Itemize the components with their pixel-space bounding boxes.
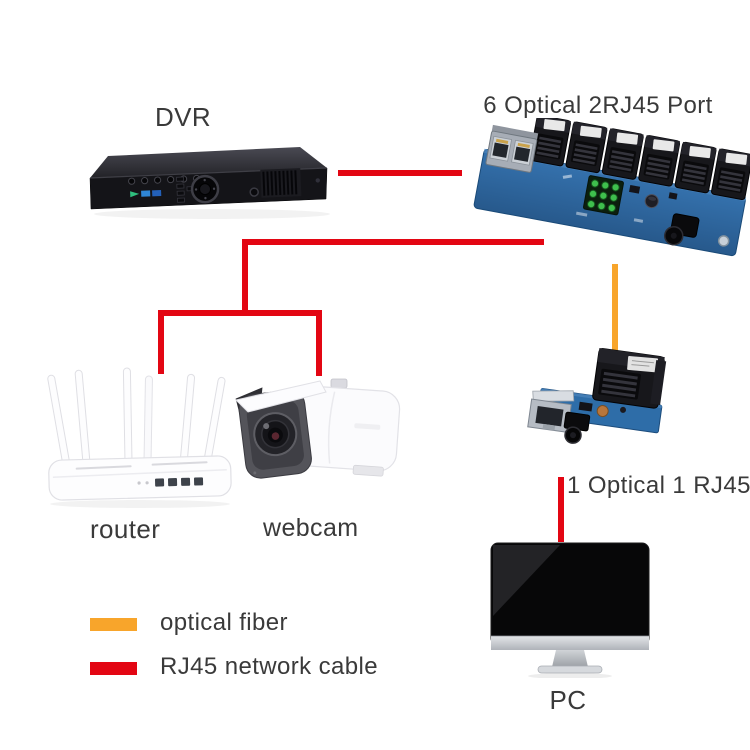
rj45-cable-switch-branch-horizontal <box>242 239 544 245</box>
optical-switch-illustration <box>473 118 750 257</box>
legend-swatch-optical-fiber <box>90 617 137 631</box>
rj45-cable-router-webcam-horizontal <box>158 310 322 316</box>
optical-switch-label: 6 Optical 2RJ45 Port <box>483 92 713 119</box>
legend-label-rj45-cable: RJ45 network cable <box>160 653 378 680</box>
media-converter-label: 1 Optical 1 RJ45 <box>567 472 750 499</box>
rj45-cable-drop-to-router <box>158 310 164 374</box>
media-converter-illustration <box>527 348 667 444</box>
webcam-label: webcam <box>263 514 359 542</box>
dvr-label: DVR <box>154 102 212 132</box>
pc-label: PC <box>549 685 587 715</box>
legend-item-optical-fiber: optical fiber <box>90 609 288 636</box>
router-illustration <box>47 367 232 508</box>
rj45-cable-converter-to-pc <box>558 477 564 542</box>
legend-swatch-rj45-cable <box>90 661 137 675</box>
router-label: router <box>90 514 161 544</box>
rj45-cable-dvr-to-switch <box>338 170 462 176</box>
legend-label-optical-fiber: optical fiber <box>160 609 288 636</box>
webcam-illustration <box>235 378 401 479</box>
legend-item-rj45-cable: RJ45 network cable <box>90 653 378 680</box>
dvr-illustration <box>89 147 330 219</box>
rj45-cable-switch-branch-vertical <box>242 239 248 316</box>
fiber-cable-switch-to-converter <box>612 264 618 357</box>
pc-illustration <box>490 542 650 678</box>
rj45-cable-drop-to-webcam <box>316 310 322 376</box>
